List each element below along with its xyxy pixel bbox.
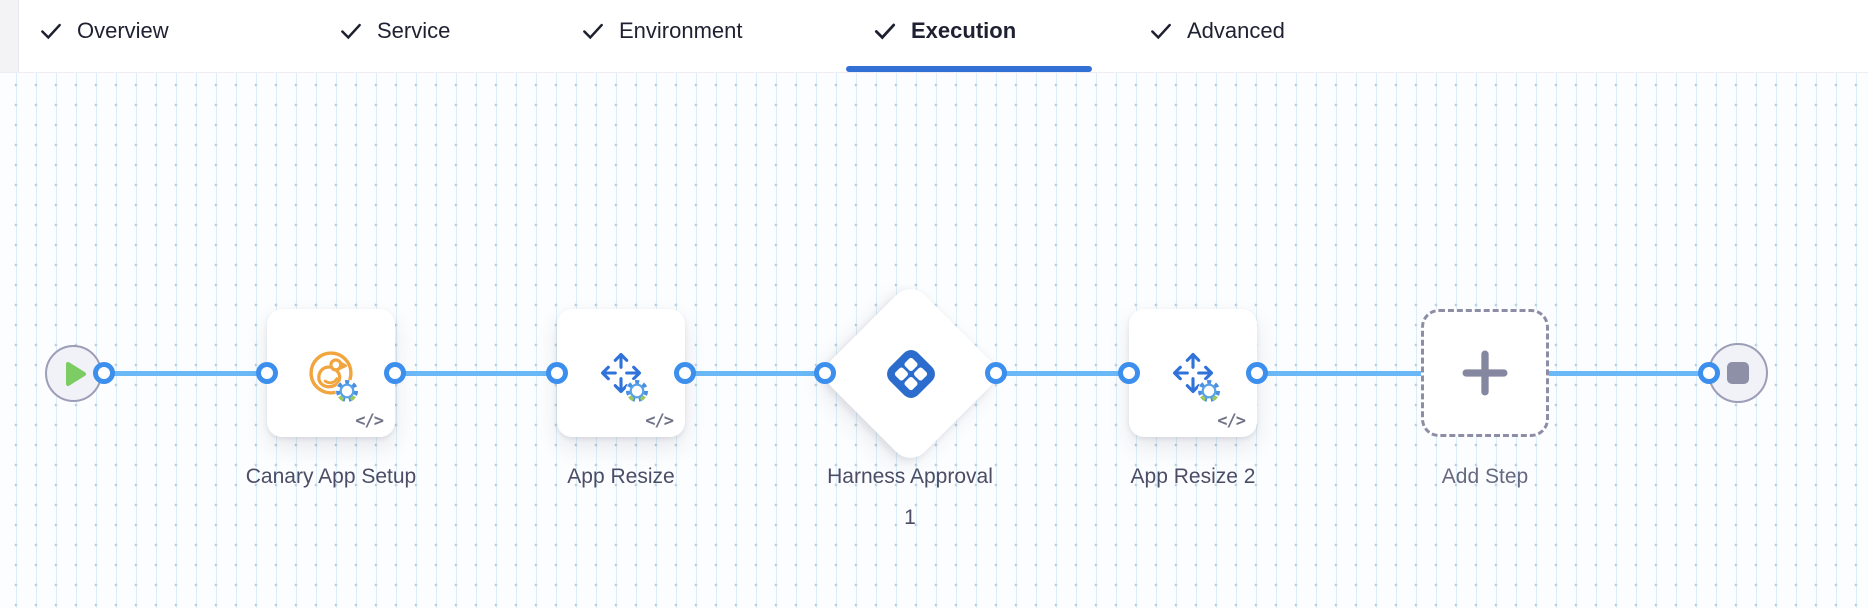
connector-port[interactable]: [1698, 362, 1720, 384]
tab-label: Service: [377, 18, 451, 43]
plus-icon: [1462, 350, 1508, 396]
tab-label: Environment: [619, 18, 743, 43]
check-icon: [38, 18, 64, 44]
connector-port[interactable]: [674, 362, 696, 384]
step-label: Add Step: [1441, 465, 1529, 488]
step-node-app-resize[interactable]: </>: [557, 309, 685, 437]
connector-port[interactable]: [256, 362, 278, 384]
tab-label: Advanced: [1187, 18, 1285, 43]
connector-port[interactable]: [93, 362, 115, 384]
step-label: Harness Approval 1: [827, 465, 993, 529]
code-icon[interactable]: </>: [1217, 411, 1246, 431]
stop-icon: [1727, 362, 1749, 384]
check-icon: [1148, 18, 1174, 44]
check-icon: [580, 18, 606, 44]
step-node-app-resize-2[interactable]: </>: [1129, 309, 1257, 437]
tab-environment[interactable]: Environment: [580, 0, 743, 62]
tab-execution[interactable]: Execution: [872, 0, 1016, 62]
step-label: App Resize 2: [1130, 465, 1256, 488]
connector-port[interactable]: [814, 362, 836, 384]
resize-arrows-icon: [557, 309, 685, 437]
play-icon: [65, 361, 87, 387]
step-node-canary-app-setup[interactable]: </>: [267, 309, 395, 437]
gear-icon: [1195, 377, 1223, 405]
tab-advanced[interactable]: Advanced: [1148, 0, 1285, 62]
resize-arrows-icon: [1129, 309, 1257, 437]
add-step-button[interactable]: [1421, 309, 1549, 437]
gear-icon: [333, 377, 361, 405]
connector-port[interactable]: [384, 362, 406, 384]
step-node-harness-approval[interactable]: [817, 280, 1004, 467]
stage-tab-bar: Overview Service Environment Execution A…: [0, 0, 1868, 73]
check-icon: [338, 18, 364, 44]
connector-port[interactable]: [546, 362, 568, 384]
panel-edge-strip: [0, 0, 19, 72]
step-label: Canary App Setup: [245, 465, 417, 488]
connector-port[interactable]: [1246, 362, 1268, 384]
tab-label: Execution: [911, 18, 1017, 43]
canary-bird-icon: [267, 309, 395, 437]
tab-service[interactable]: Service: [338, 0, 450, 62]
code-icon[interactable]: </>: [355, 411, 384, 431]
step-label: App Resize: [567, 465, 675, 488]
active-tab-underline: [846, 66, 1092, 72]
code-icon[interactable]: </>: [645, 411, 674, 431]
tab-label: Overview: [77, 18, 169, 43]
harness-approval-icon: [845, 308, 976, 439]
check-icon: [872, 18, 898, 44]
tab-overview[interactable]: Overview: [38, 0, 169, 62]
connector-port[interactable]: [1118, 362, 1140, 384]
gear-icon: [623, 377, 651, 405]
connector-port[interactable]: [985, 362, 1007, 384]
